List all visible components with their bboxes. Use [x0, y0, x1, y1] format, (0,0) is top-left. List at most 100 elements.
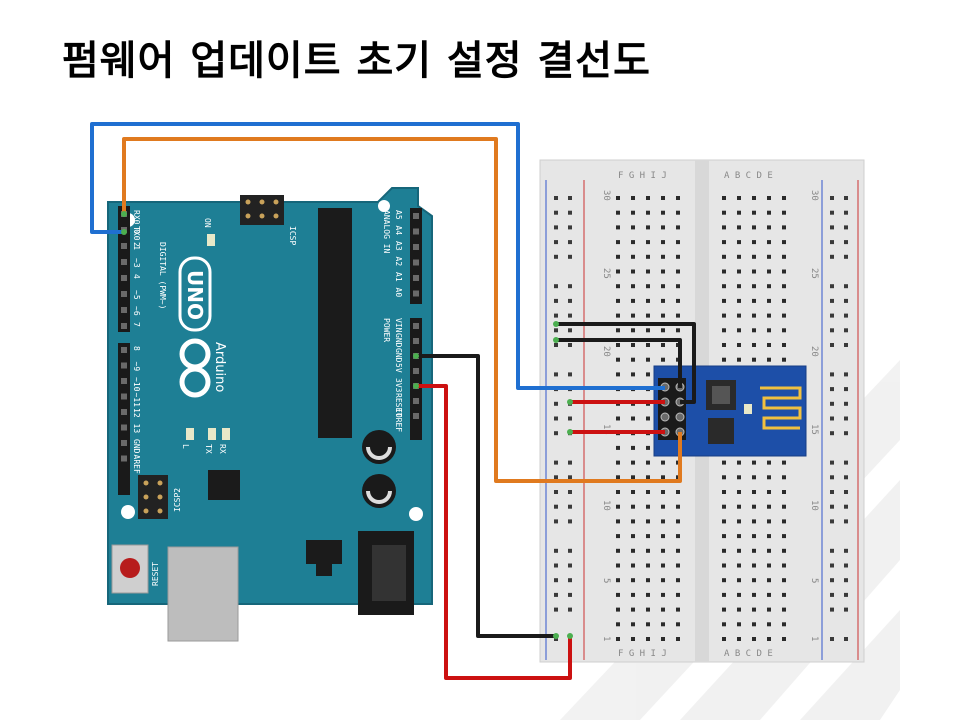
breadboard-hole	[752, 504, 756, 509]
breadboard-hole	[568, 607, 572, 612]
breadboard-hole	[631, 637, 635, 641]
breadboard-hole	[752, 210, 756, 215]
arduino-pin	[413, 244, 419, 250]
breadboard-hole	[737, 328, 741, 333]
breadboard-hole	[767, 254, 771, 259]
uno-logo: UNO Arduino	[178, 256, 227, 398]
breadboard-hole	[782, 357, 786, 362]
svg-text:L: L	[181, 444, 190, 449]
breadboard-hole	[722, 328, 726, 333]
breadboard-hole	[830, 431, 834, 436]
breadboard-hole	[844, 578, 848, 583]
breadboard-hole	[661, 548, 665, 553]
row-number: 1	[601, 636, 611, 641]
wire-black-1	[556, 322, 696, 404]
breadboard-hole	[646, 284, 650, 289]
wire-red-3v3	[416, 384, 572, 680]
flash-chip	[708, 418, 734, 444]
breadboard-hole	[737, 225, 741, 230]
breadboard-hole	[722, 607, 726, 612]
breadboard-hole	[646, 313, 650, 318]
breadboard-hole	[646, 357, 650, 362]
breadboard-hole	[830, 298, 834, 303]
breadboard-hole	[752, 563, 756, 568]
breadboard-hole	[737, 548, 741, 553]
row-number: 30	[809, 190, 819, 201]
svg-text:ICSP: ICSP	[288, 226, 297, 245]
breadboard-hole	[767, 637, 771, 641]
breadboard-hole	[737, 343, 741, 347]
breadboard-hole	[767, 578, 771, 583]
breadboard-hole	[646, 298, 650, 303]
breadboard-hole	[844, 401, 848, 406]
breadboard-hole	[676, 578, 680, 583]
breadboard-hole	[616, 210, 620, 215]
arduino-pin-label: RESET	[394, 393, 403, 417]
breadboard-hole	[661, 269, 665, 274]
breadboard-hole	[782, 460, 786, 465]
breadboard-hole	[661, 637, 665, 641]
row-number: 25	[809, 268, 819, 279]
breadboard-hole	[752, 284, 756, 289]
digital-header-high	[118, 206, 130, 332]
breadboard-hole	[661, 254, 665, 259]
breadboard-letters-left: F G H I J	[618, 171, 667, 181]
breadboard-hole	[782, 490, 786, 494]
arduino-pin-label: 8	[132, 346, 141, 351]
breadboard-hole	[554, 592, 558, 597]
breadboard-hole	[616, 563, 620, 568]
row-number: 15	[809, 424, 819, 435]
breadboard-hole	[568, 578, 572, 583]
power-header	[410, 318, 422, 440]
breadboard-hole	[554, 563, 558, 568]
svg-text:TX: TX	[204, 444, 213, 454]
breadboard-hole	[616, 460, 620, 465]
wire-black-gnd	[416, 354, 556, 638]
breadboard-hole	[568, 284, 572, 289]
breadboard-hole	[767, 504, 771, 509]
breadboard-hole	[830, 372, 834, 377]
breadboard-hole	[676, 225, 680, 230]
breadboard-hole	[767, 519, 771, 524]
breadboard-hole	[830, 563, 834, 568]
breadboard-hole	[844, 284, 848, 289]
breadboard-hole	[752, 254, 756, 259]
arduino-pin-label: ~10	[132, 377, 141, 392]
row-number: 20	[601, 346, 611, 357]
tx-led	[208, 428, 216, 440]
breadboard-hole	[737, 592, 741, 597]
breadboard-hole	[830, 328, 834, 333]
breadboard-hole	[554, 475, 558, 480]
breadboard-hole	[616, 592, 620, 597]
breadboard-hole	[767, 548, 771, 553]
breadboard-hole	[661, 460, 665, 465]
breadboard-hole	[661, 225, 665, 230]
breadboard-hole	[752, 343, 756, 347]
breadboard-hole	[722, 284, 726, 289]
breadboard-hole	[631, 607, 635, 612]
breadboard-hole	[722, 269, 726, 274]
breadboard-hole	[631, 460, 635, 465]
breadboard-hole	[616, 298, 620, 303]
breadboard-hole	[676, 607, 680, 612]
breadboard-hole	[767, 225, 771, 230]
breadboard-hole	[631, 269, 635, 274]
breadboard-hole	[752, 475, 756, 480]
breadboard-hole	[752, 637, 756, 641]
breadboard-hole	[568, 343, 572, 347]
breadboard-hole	[631, 504, 635, 509]
breadboard-hole	[568, 416, 572, 421]
breadboard-hole	[661, 519, 665, 524]
arduino-pin	[413, 228, 419, 235]
breadboard-hole	[767, 313, 771, 318]
arduino-pin	[413, 275, 419, 281]
breadboard-hole	[568, 240, 572, 245]
breadboard-hole	[661, 357, 665, 362]
breadboard-hole	[767, 240, 771, 245]
breadboard-hole	[568, 504, 572, 509]
breadboard-hole	[616, 504, 620, 509]
arduino-pin	[413, 413, 419, 419]
svg-text:RX: RX	[218, 444, 227, 454]
breadboard-hole	[616, 269, 620, 274]
